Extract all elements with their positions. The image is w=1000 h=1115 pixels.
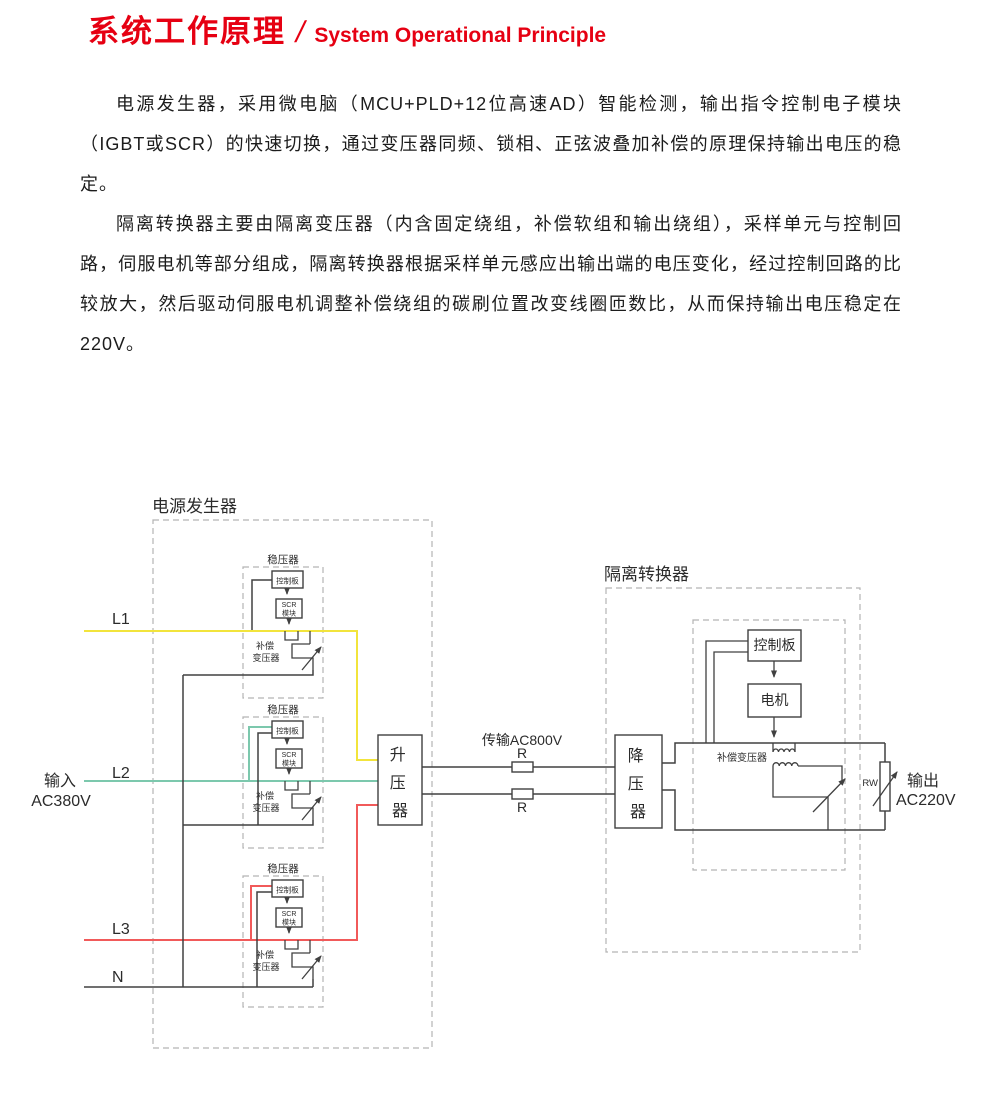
regulator-title: 稳压器 [267, 862, 299, 875]
motor-label: 电机 [761, 692, 789, 708]
rw-label: RW [862, 778, 878, 789]
rw-resistor [879, 761, 891, 812]
comp-transformer-label: 补偿 [256, 790, 274, 801]
neutral-label: N [112, 969, 124, 986]
resistor-bottom [511, 788, 534, 800]
input-voltage-label: AC380V [31, 793, 91, 810]
regulator2-output-wire [183, 820, 314, 826]
comp-transformer-label: 补偿 [256, 949, 274, 960]
regulator3-sense-wire [250, 885, 273, 939]
phase-label-l1: L1 [112, 611, 130, 628]
output-label: 输出 [907, 772, 939, 790]
variable-tap-arrow [812, 778, 846, 813]
power-generator-box [152, 519, 433, 1049]
booster-box [377, 734, 423, 826]
isolation-inner-box [692, 619, 846, 871]
power-generator-label: 电源发生器 [152, 497, 237, 516]
title-divider: / [292, 16, 308, 49]
output-voltage-label: AC220V [896, 792, 956, 809]
isolation-converter-box [605, 587, 861, 953]
scr-label-2: 模块 [282, 918, 296, 927]
comp-transformer-symbol [284, 781, 322, 821]
variable-tap-arrow [301, 646, 322, 671]
resistor-top [511, 761, 534, 773]
regulator3-return-wire [256, 891, 273, 987]
reducer-label: 降 压 器 [628, 747, 648, 821]
regulator-title: 稳压器 [267, 703, 299, 716]
regulator1-sense-wire [251, 579, 272, 630]
page-title-chinese: 系统工作原理 [88, 14, 286, 49]
regulator-module-1: 稳压器 控制板 SCR 模块 补偿 变压器 [252, 553, 322, 671]
control-board-label: 控制板 [276, 885, 299, 895]
phase-line-l1 [84, 630, 378, 761]
regulator-box-1 [242, 566, 324, 699]
isolation-control-wire-2 [713, 651, 748, 743]
comp-transformer-label-2: 变压器 [252, 802, 279, 813]
body-text: 电源发生器，采用微电脑（MCU+PLD+12位高速AD）智能检测，输出指令控制电… [80, 84, 902, 364]
phase-label-l2: L2 [112, 765, 130, 782]
isolation-control-wire-1 [705, 640, 748, 743]
reducer-box [614, 734, 663, 829]
isolation-comp-transformer-label: 补偿变压器 [717, 751, 767, 764]
regulator-title: 稳压器 [267, 553, 299, 566]
isolation-control-board-label: 控制板 [754, 637, 796, 653]
scr-label-2: 模块 [282, 759, 296, 768]
input-label: 输入 [44, 772, 76, 790]
regulator2-sense-wire [248, 726, 272, 780]
page-title-english: System Operational Principle [314, 24, 607, 47]
phase-line-l3 [84, 804, 378, 941]
phase-label-l3: L3 [112, 921, 130, 938]
isolation-converter-label: 隔离转换器 [604, 565, 689, 584]
comp-transformer-symbol [284, 631, 322, 671]
regulator-box-3 [242, 875, 324, 1008]
resistor-top-label: R [517, 745, 527, 761]
isolation-control-board-box [747, 629, 802, 662]
paragraph-isolation-converter: 隔离转换器主要由隔离变压器（内含固定绕组，补偿软组和输出绕组），采样单元与控制回… [80, 214, 902, 354]
regulator-box-2 [242, 716, 324, 849]
system-diagram: 稳压器 控制板 SCR 模块 补偿 变压器 稳压器 [31, 497, 956, 1049]
variable-tap-arrow [301, 796, 322, 821]
variable-tap-arrow [301, 955, 322, 980]
comp-transformer-symbol [284, 940, 322, 980]
scr-label: SCR [282, 752, 297, 759]
comp-transformer-label: 补偿 [256, 640, 274, 651]
control-board-label: 控制板 [276, 576, 299, 586]
transmission-wires [422, 766, 615, 795]
regulator-module-2: 稳压器 控制板 SCR 模块 补偿 变压器 [252, 703, 322, 821]
neutral-and-return-wires [84, 579, 314, 988]
isolation-comp-transformer-symbol [772, 743, 846, 830]
rw-tap-arrow [872, 771, 898, 807]
paragraph-power-generator: 电源发生器，采用微电脑（MCU+PLD+12位高速AD）智能检测，输出指令控制电… [80, 94, 902, 194]
resistor-bottom-label: R [517, 799, 527, 815]
page-title: 系统工作原理 / System Operational Principle [88, 6, 606, 51]
isolation-output-loop [662, 640, 886, 831]
regulator-module-3: 稳压器 控制板 SCR 模块 补偿 变压器 [252, 862, 322, 980]
regulator2-return-wire [257, 732, 272, 825]
comp-transformer-label-2: 变压器 [252, 961, 279, 972]
scr-label: SCR [282, 602, 297, 609]
scr-label-2: 模块 [282, 609, 296, 618]
scr-label: SCR [282, 911, 297, 918]
booster-label: 升 压 器 [390, 746, 410, 820]
regulator1-output-wire [183, 670, 314, 676]
motor-box [747, 683, 802, 718]
control-board-label: 控制板 [276, 726, 299, 736]
transmission-label: 传输AC800V [482, 732, 563, 748]
comp-transformer-label-2: 变压器 [252, 652, 279, 663]
